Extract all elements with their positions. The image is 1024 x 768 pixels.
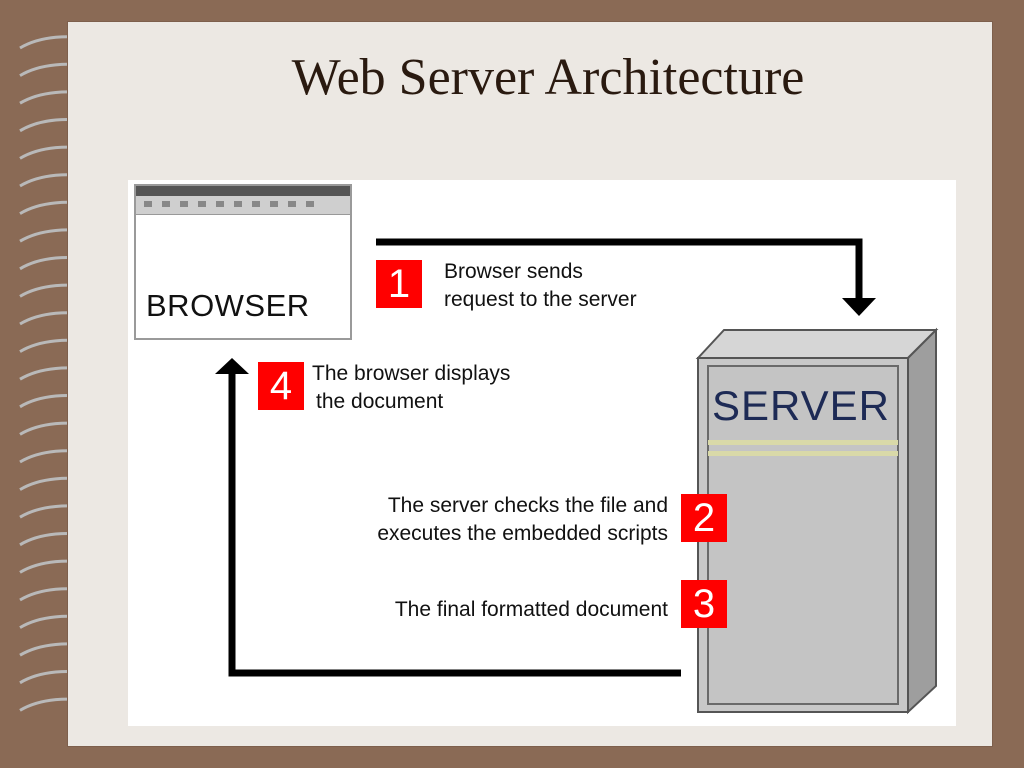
server-cabinet <box>695 327 939 715</box>
step-2-badge: 2 <box>681 494 727 542</box>
browser-window: BROWSER <box>134 184 352 340</box>
step-1-text: Browser sends request to the server <box>444 260 637 311</box>
step-1-badge: 1 <box>376 260 422 308</box>
request-arrowhead <box>842 298 876 316</box>
architecture-diagram: BROWSER SERVER 1 Browser sends request t… <box>128 180 956 726</box>
browser-toolbar <box>136 196 350 215</box>
browser-titlebar <box>136 186 350 196</box>
step-4-badge: 4 <box>258 362 304 410</box>
response-arrowhead <box>215 358 249 374</box>
step-3-badge: 3 <box>681 580 727 628</box>
server-label: SERVER <box>712 382 890 429</box>
diagram-arrows <box>215 238 939 715</box>
step-3-text: The final formatted document <box>394 598 668 621</box>
slide-title: Web Server Architecture <box>291 49 805 106</box>
browser-label: BROWSER <box>146 288 310 323</box>
step-2-text: The server checks the file and executes … <box>377 494 668 545</box>
step-4-text: The browser displays the document <box>312 362 511 413</box>
request-arrow <box>376 238 863 300</box>
response-arrow <box>228 372 681 677</box>
